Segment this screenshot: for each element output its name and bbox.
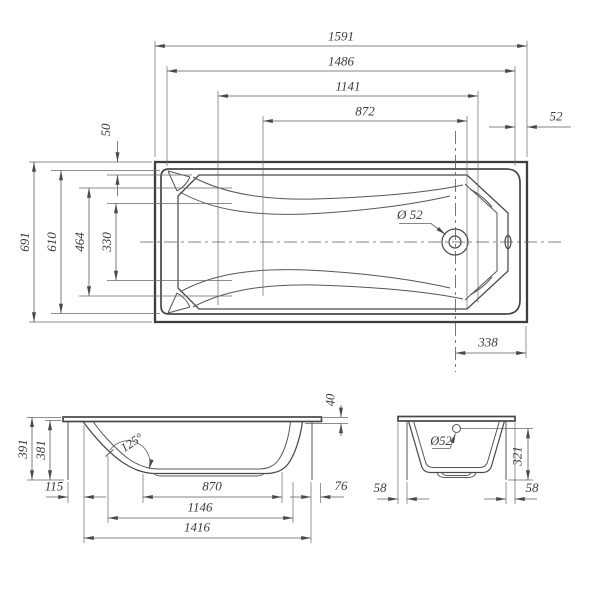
dim-drain-height: 321 [510, 446, 525, 467]
front-base-channel [153, 473, 265, 477]
end-shell-outer [407, 420, 506, 474]
dim-overall-length: 1591 [328, 29, 354, 44]
end-drain-leader [432, 433, 456, 449]
backrest-contour-bottom-1 [192, 284, 464, 308]
dim-drain-to-edge: 338 [477, 335, 498, 350]
end-drain-diameter-label: Ø52 [429, 434, 452, 448]
backrest-contour-top-2 [179, 191, 451, 215]
front-view-dimension-labels: 391 381 40 125° 115 870 76 1146 1416 [15, 393, 348, 535]
dim-right-overhang: 58 [526, 480, 540, 495]
dim-left-overhang: 58 [374, 480, 388, 495]
drain-diameter-label: Ø 52 [396, 207, 423, 222]
basin-bottom-right-contour [464, 183, 498, 301]
dim-rim-length: 1486 [328, 54, 355, 69]
end-drain-sump [436, 472, 477, 478]
dim-overall-height: 391 [15, 439, 30, 460]
backrest-contour-top-1 [192, 176, 464, 200]
end-view: Ø52 321 58 58 [374, 415, 540, 504]
dim-right-offset: 76 [335, 478, 349, 493]
dim-rim-top-width: 50 [98, 123, 113, 137]
dim-rim-width: 610 [44, 232, 59, 252]
front-view-dimension-lines [30, 405, 344, 540]
dim-basin-length: 1141 [335, 79, 360, 94]
dim-bottom-width: 330 [99, 232, 114, 253]
top-view-extension-lines [29, 41, 528, 358]
end-view-dimension-lines [377, 428, 537, 501]
right-corner-fillets [469, 188, 493, 296]
end-view-dimension-labels: Ø52 321 58 58 [374, 434, 540, 495]
dim-shell-length: 1416 [184, 520, 211, 535]
top-view-dimension-labels: 1591 1486 1141 872 52 691 610 464 330 50… [17, 29, 563, 350]
front-view-outline [62, 416, 323, 480]
top-view-outline [140, 131, 562, 372]
dim-base-length: 1146 [187, 500, 213, 515]
slope-reference-tick [105, 449, 114, 457]
basin-opening [177, 174, 509, 310]
drain-leader-line [399, 223, 446, 235]
end-shell-inner [413, 420, 500, 468]
dim-backrest-angle: 125° [118, 430, 146, 455]
end-rim [397, 415, 516, 422]
end-view-extension-lines [397, 422, 533, 504]
dim-bottom-length: 872 [355, 104, 375, 119]
front-shell-inner [92, 421, 291, 470]
dim-rim-side-width: 52 [550, 109, 564, 124]
backrest-contour-bottom-2 [179, 269, 451, 293]
dim-basin-width: 464 [72, 232, 87, 252]
front-view-extension-lines [27, 417, 348, 543]
angle-arc [109, 440, 154, 470]
dim-bottom-flat-length: 870 [202, 479, 222, 494]
end-view-outline [397, 415, 516, 480]
left-corner-facets [167, 170, 191, 314]
dim-rim-thickness: 40 [324, 393, 338, 406]
end-drain-hole [452, 424, 461, 433]
drain-recess-circle [441, 228, 469, 256]
dim-overall-width: 691 [17, 232, 32, 252]
dim-left-offset: 115 [45, 479, 64, 494]
top-view: 1591 1486 1141 872 52 691 610 464 330 50… [17, 29, 571, 372]
top-view-dimension-lines [32, 44, 571, 355]
front-view: 391 381 40 125° 115 870 76 1146 1416 [15, 393, 348, 543]
front-rim [62, 416, 323, 423]
dim-shell-height: 381 [33, 440, 48, 461]
front-shell-outer [82, 421, 304, 475]
tub-rim-inner-edge [160, 168, 521, 315]
